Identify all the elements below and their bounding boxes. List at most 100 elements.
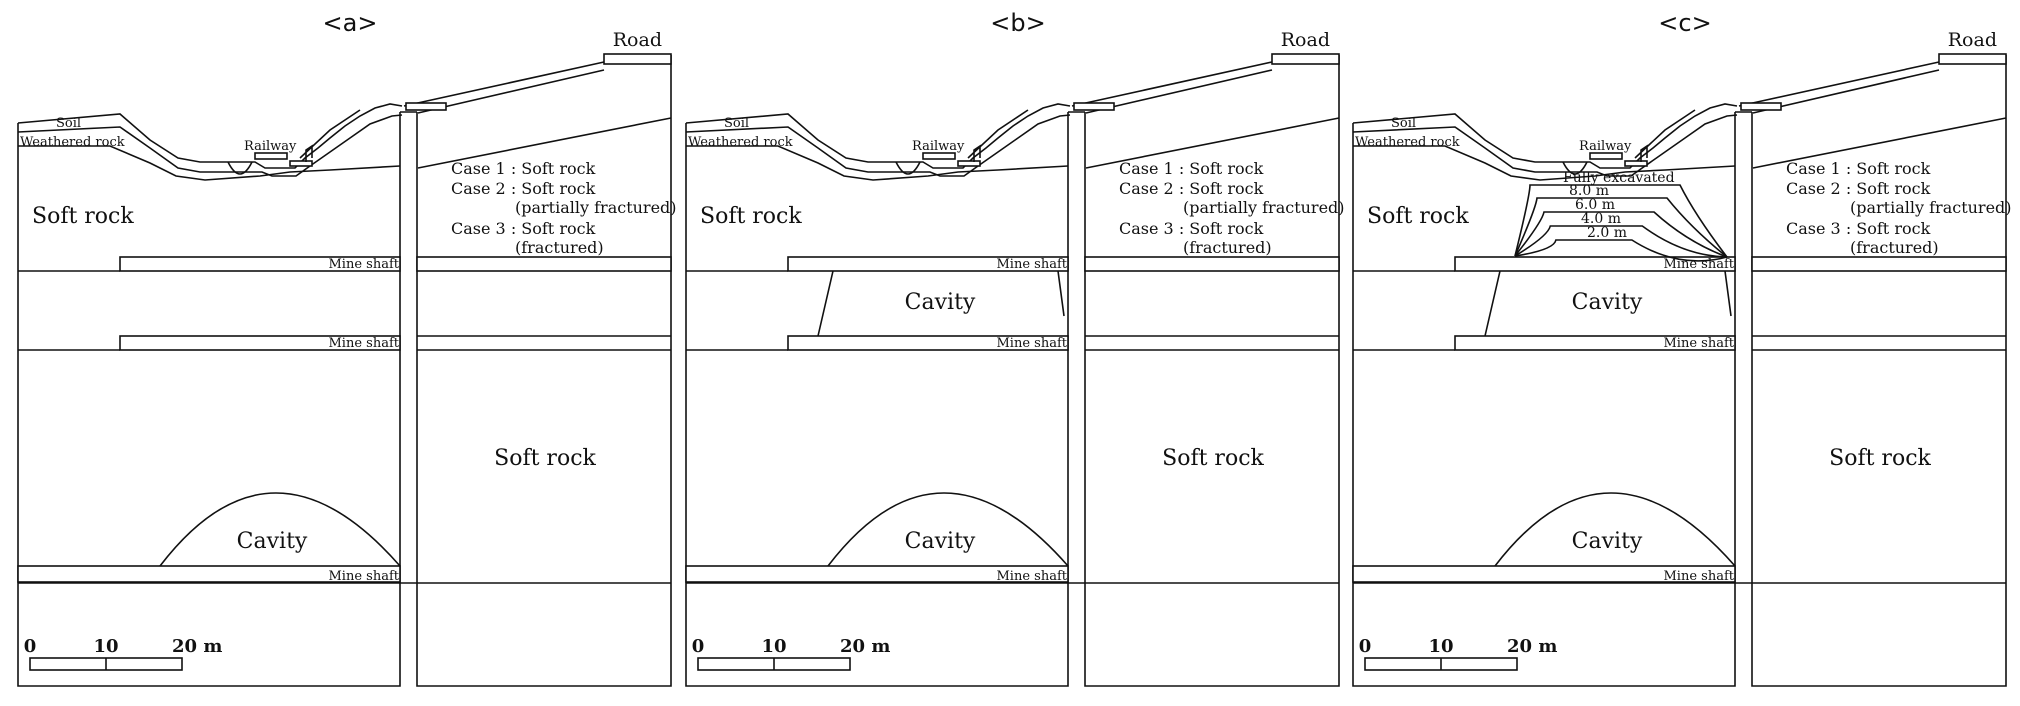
panel-header: <c> bbox=[1658, 9, 1711, 37]
scale-twenty: 20 m bbox=[840, 636, 890, 657]
soft-rock-upper-label: Soft rock bbox=[700, 204, 802, 229]
soft-rock-right-label: Soft rock bbox=[494, 446, 596, 471]
case-1-label: Case 1 : Soft rock bbox=[451, 159, 596, 178]
excavation-line-1 bbox=[1514, 197, 1728, 258]
scale-twenty: 20 m bbox=[1507, 636, 1557, 657]
scale-ten: 10 bbox=[93, 636, 118, 657]
railway-track bbox=[922, 152, 956, 160]
mine-shaft-label-1: Mine shaft bbox=[997, 257, 1068, 272]
excavation-label-2: 6.0 m bbox=[1575, 197, 1615, 213]
weathered-rock-base-line bbox=[18, 145, 401, 181]
bridge-deck bbox=[405, 102, 447, 111]
lower-cavity-dome bbox=[159, 492, 401, 567]
excavation-line-0 bbox=[1514, 184, 1728, 258]
excavation-line-4 bbox=[1514, 239, 1728, 262]
mine-shaft-level-2 bbox=[1454, 335, 1736, 351]
lower-cavity-dome bbox=[1494, 492, 1736, 567]
panel-header: <b> bbox=[990, 9, 1045, 37]
weathered-rock-label: Weathered rock bbox=[688, 135, 793, 150]
case-1-label: Case 1 : Soft rock bbox=[1119, 159, 1264, 178]
lower-cavity-label: Cavity bbox=[905, 529, 976, 554]
right-shaft-level-1 bbox=[416, 256, 672, 272]
mine-shaft-level-1 bbox=[1454, 256, 1736, 272]
excavation-label-3: 4.0 m bbox=[1581, 211, 1621, 227]
left-block-outline bbox=[17, 112, 401, 687]
right-block-outline bbox=[1084, 55, 1340, 687]
case-1-label: Case 1 : Soft rock bbox=[1786, 159, 1931, 178]
mine-shaft-label-3: Mine shaft bbox=[997, 569, 1068, 584]
case-3-note: (fractured) bbox=[1183, 238, 1272, 257]
railway-label: Railway bbox=[1579, 139, 1632, 154]
railway-cut bbox=[1562, 161, 1588, 175]
case-2-label: Case 2 : Soft rock bbox=[1119, 179, 1264, 198]
left-block-outline bbox=[1352, 112, 1736, 687]
road-label: Road bbox=[613, 29, 662, 51]
case-2-note: (partially fractured) bbox=[515, 198, 677, 217]
mine-shaft-level-1 bbox=[787, 256, 1069, 272]
case-3-label: Case 3 : Soft rock bbox=[1119, 219, 1264, 238]
upper-cavity-label: Cavity bbox=[905, 290, 976, 315]
railway-platform bbox=[289, 160, 313, 167]
lower-cavity-label: Cavity bbox=[1572, 529, 1643, 554]
excavation-line-3 bbox=[1514, 225, 1728, 258]
soil-base-line bbox=[17, 114, 403, 177]
case-3-note: (fractured) bbox=[515, 238, 604, 257]
weathered-rock-label: Weathered rock bbox=[20, 135, 125, 150]
scale-zero: 0 bbox=[1359, 636, 1372, 657]
railway-cut bbox=[895, 161, 921, 175]
case-2-note: (partially fractured) bbox=[1183, 198, 1345, 217]
case-3-note: (fractured) bbox=[1850, 238, 1939, 257]
excavation-label-0: Fully excavated bbox=[1563, 170, 1675, 186]
right-block-outline bbox=[1751, 55, 2007, 687]
railway-track bbox=[254, 152, 288, 160]
retaining-wall bbox=[299, 109, 361, 162]
right-block-outline bbox=[416, 55, 672, 687]
retaining-wall bbox=[1634, 109, 1696, 162]
mine-shaft-label-2: Mine shaft bbox=[329, 336, 400, 351]
weathered-rock-base-line bbox=[686, 145, 1069, 181]
road-slab bbox=[603, 53, 672, 65]
right-shaft-level-1 bbox=[1751, 256, 2007, 272]
mine-shaft-level-1 bbox=[119, 256, 401, 272]
road-slab bbox=[1938, 53, 2007, 65]
excavation-label-1: 8.0 m bbox=[1569, 183, 1609, 199]
scale-ten: 10 bbox=[1428, 636, 1453, 657]
road-label: Road bbox=[1281, 29, 1330, 51]
upper-cavity-outline bbox=[1484, 270, 1732, 337]
mine-shaft-level-2 bbox=[787, 335, 1069, 351]
railway-track bbox=[1589, 152, 1623, 160]
lower-cavity-dome bbox=[827, 492, 1069, 567]
road-embankment bbox=[1071, 61, 1340, 169]
soil-base-line bbox=[685, 114, 1071, 177]
case-2-note: (partially fractured) bbox=[1850, 198, 2012, 217]
right-shaft-level-1 bbox=[1084, 256, 1340, 272]
railway-platform bbox=[1624, 160, 1648, 167]
mine-shaft-level-3 bbox=[17, 565, 401, 583]
soft-rock-right-label: Soft rock bbox=[1829, 446, 1931, 471]
bridge-deck bbox=[1073, 102, 1115, 111]
upper-cavity-label: Cavity bbox=[1572, 290, 1643, 315]
railway-platform bbox=[957, 160, 981, 167]
soil-label: Soil bbox=[1391, 116, 1416, 131]
road-slab bbox=[1271, 53, 1340, 65]
case-2-label: Case 2 : Soft rock bbox=[451, 179, 596, 198]
railway-label: Railway bbox=[244, 139, 297, 154]
soft-rock-upper-label: Soft rock bbox=[32, 204, 134, 229]
mine-shaft-level-3 bbox=[685, 565, 1069, 583]
scale-ten: 10 bbox=[761, 636, 786, 657]
road-label: Road bbox=[1948, 29, 1997, 51]
case-2-label: Case 2 : Soft rock bbox=[1786, 179, 1931, 198]
soil-base-line bbox=[1352, 114, 1738, 177]
upper-cavity-outline bbox=[817, 270, 1065, 337]
case-3-label: Case 3 : Soft rock bbox=[1786, 219, 1931, 238]
road-embankment bbox=[403, 61, 672, 169]
panel-header: <a> bbox=[323, 9, 378, 37]
soft-rock-right-label: Soft rock bbox=[1162, 446, 1264, 471]
weathered-rock-base-line bbox=[1353, 145, 1736, 181]
mine-shaft-label-3: Mine shaft bbox=[1664, 569, 1735, 584]
lower-cavity-label: Cavity bbox=[237, 529, 308, 554]
